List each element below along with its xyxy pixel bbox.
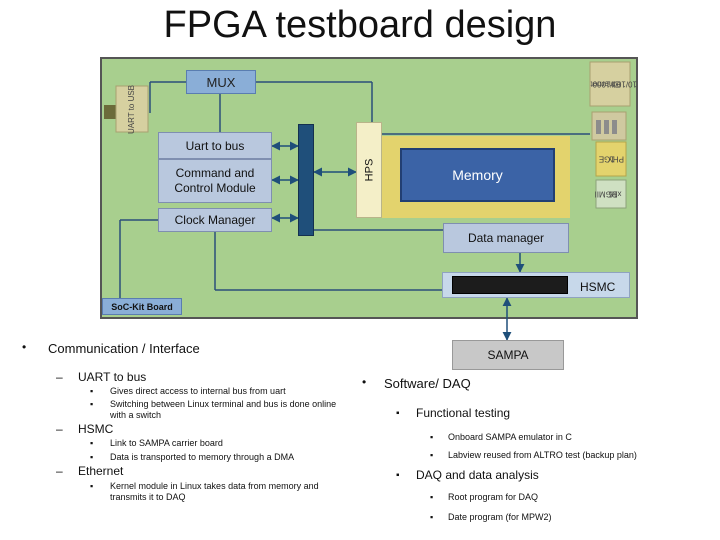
soc-kit-board-label: SoC-Kit Board <box>102 298 182 315</box>
hps-label: HPS <box>363 158 375 182</box>
command-control-line2: Control Module <box>174 181 256 195</box>
uart-item-2: Switching between Linux terminal and bus… <box>110 399 337 409</box>
hsmc-connector <box>452 276 568 294</box>
phy-chip <box>595 141 627 177</box>
clock-manager-block: Clock Manager <box>158 208 272 232</box>
hsmc-item-1: Link to SAMPA carrier board <box>110 438 223 448</box>
sub-bullet: ▪ <box>396 470 400 481</box>
uart-usb-label: UART to USB <box>127 84 137 134</box>
ethernet-item-1: Kernel module in Linux takes data from m… <box>110 481 319 491</box>
sub-bullet: ▪ <box>90 438 94 448</box>
sub-bullet: ▪ <box>90 481 94 491</box>
sub-bullet: ▪ <box>90 386 94 396</box>
data-manager-block: Data manager <box>443 223 569 253</box>
bullet-marker: • <box>22 340 27 354</box>
uart-to-bus-block: Uart to bus <box>158 132 272 159</box>
daq-item-2: Date program (for MPW2) <box>448 512 552 522</box>
sub-bullet: ▪ <box>430 492 434 502</box>
hps-block <box>356 122 382 218</box>
internal-bus <box>298 124 314 236</box>
hsmc-section-title: HSMC <box>78 422 114 436</box>
sub-bullet: ▪ <box>430 432 434 442</box>
dash-marker: – <box>56 422 63 436</box>
bullet-marker: • <box>362 375 367 389</box>
hsmc-label: HSMC <box>580 280 616 294</box>
mux-block: MUX <box>186 70 256 94</box>
sub-bullet: ▪ <box>430 512 434 522</box>
sampa-block: SAMPA <box>452 340 564 370</box>
sub-bullet: ▪ <box>90 399 94 409</box>
slide-title: FPGA testboard design <box>163 4 557 46</box>
memory-block: Memory <box>400 148 555 202</box>
ethernet-jack <box>589 61 631 107</box>
uart-item-3: with a switch <box>110 410 162 420</box>
daq-item-1: Root program for DAQ <box>448 492 539 502</box>
right-heading: Software/ DAQ <box>384 376 471 391</box>
dash-marker: – <box>56 464 63 478</box>
sub-bullet: ▪ <box>396 408 400 419</box>
ethernet-section-title: Ethernet <box>78 464 124 478</box>
ethernet-item-2: transmits it to DAQ <box>110 492 186 502</box>
command-control-line1: Command and <box>175 166 255 180</box>
sub-bullet: ▪ <box>90 452 94 462</box>
dash-marker: – <box>56 370 63 384</box>
functional-testing-title: Functional testing <box>416 406 511 420</box>
uart-item-1: Gives direct access to internal bus from… <box>110 386 286 396</box>
daq-analysis-title: DAQ and data analysis <box>416 468 539 482</box>
uart-usb-connector <box>104 105 116 119</box>
hsmc-item-2: Data is transported to memory through a … <box>110 452 295 462</box>
sub-bullet: ▪ <box>430 450 434 460</box>
functional-item-1: Onboard SAMPA emulator in C <box>448 432 572 442</box>
left-heading: Communication / Interface <box>48 341 200 356</box>
functional-item-2: Labview reused from ALTRO test (backup p… <box>448 450 637 460</box>
uart-section-title: UART to bus <box>78 370 147 384</box>
